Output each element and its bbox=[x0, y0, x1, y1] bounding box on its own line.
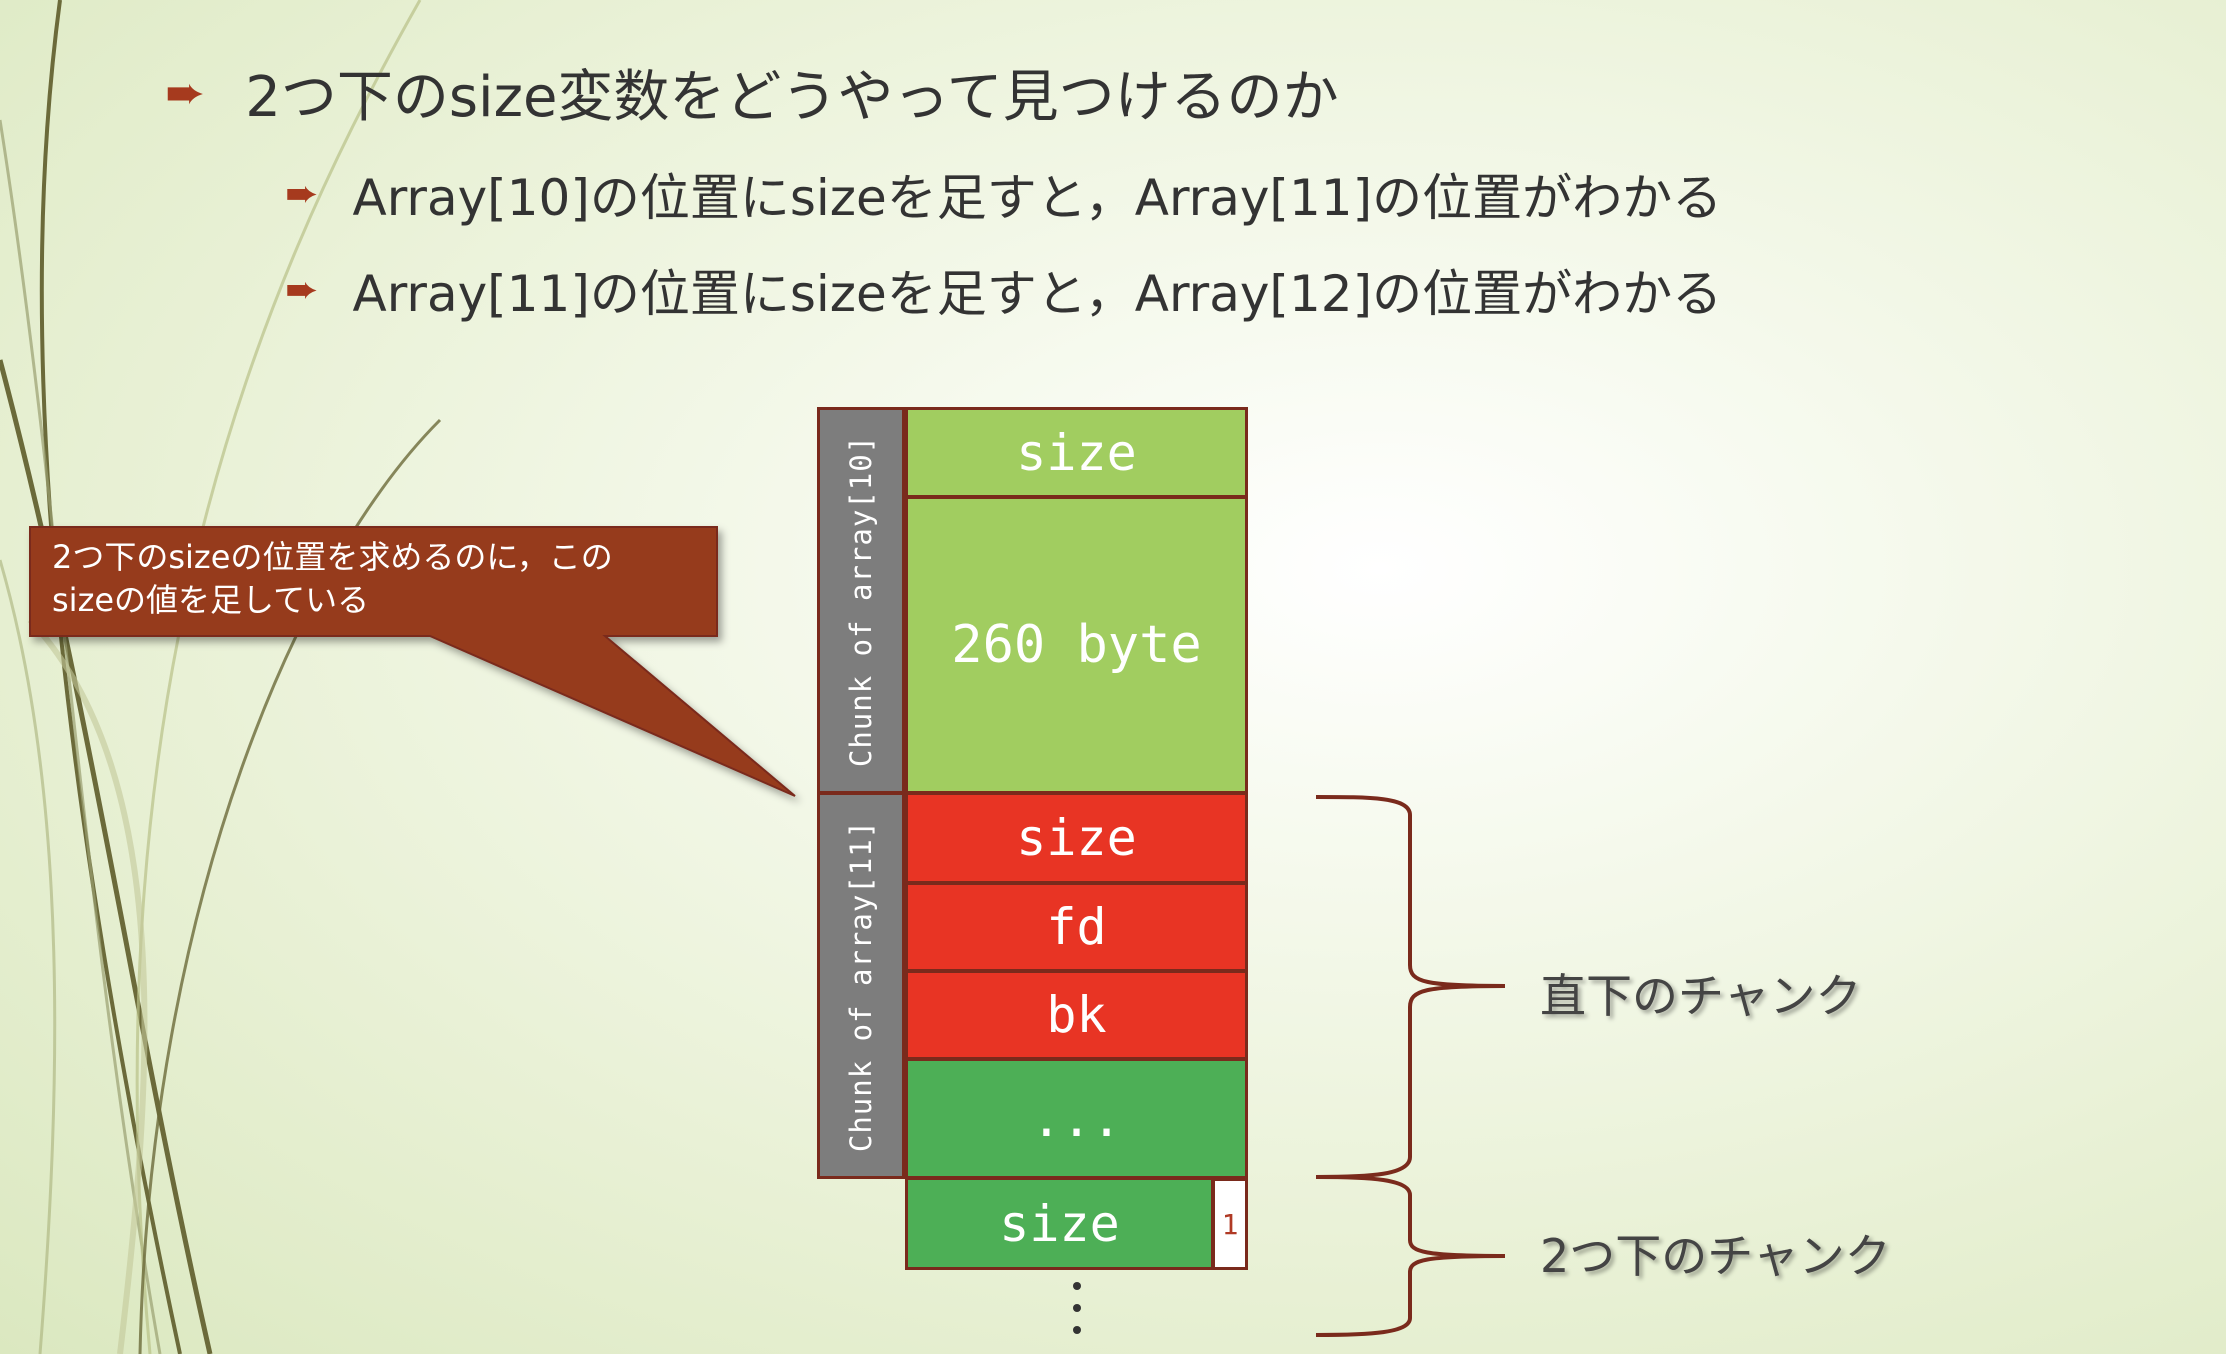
bullet-sub-2: ➨ Array[11]の位置にsizeを足すと，Array[12]の位置がわかる bbox=[285, 254, 1722, 326]
bullet-arrow-icon: ➨ bbox=[285, 171, 319, 217]
cell-size-array12-text: size bbox=[999, 1194, 1120, 1253]
bullet-main-text: 2つ下のsize変数をどうやって見つけるのか bbox=[245, 65, 1339, 130]
two-below-chunk-label: 2つ下のチャンク bbox=[1540, 1229, 1891, 1283]
cell-bk-text: bk bbox=[1046, 986, 1107, 1044]
cell-size-array11-text: size bbox=[1016, 809, 1137, 867]
cell-size-array10-text: size bbox=[1016, 423, 1137, 482]
vertical-ellipsis-icon bbox=[1073, 1282, 1081, 1334]
bullet-sub-1-text: Array[10]の位置にsizeを足すと，Array[11]の位置がわかる bbox=[352, 169, 1723, 227]
bullet-sub-1: ➨ Array[10]の位置にsizeを足すと，Array[11]の位置がわかる bbox=[285, 158, 1722, 230]
bullet-sub-2-text: Array[11]の位置にsizeを足すと，Array[12]の位置がわかる bbox=[352, 265, 1723, 323]
prev-inuse-flag-text: 1 bbox=[1221, 1207, 1239, 1241]
cell-fd-text: fd bbox=[1046, 898, 1107, 956]
prev-inuse-flag: 1 bbox=[1212, 1178, 1248, 1270]
cell-data-260-byte: 260 byte bbox=[905, 496, 1248, 794]
cell-ellipsis-text: ... bbox=[1031, 1089, 1122, 1148]
chunk-array11-label: Chunk of array[11] bbox=[817, 792, 905, 1179]
bullet-arrow-icon: ➨ bbox=[285, 267, 319, 313]
next-chunk-label: 直下のチャンク bbox=[1540, 969, 1862, 1023]
callout-line-1: 2つ下のsizeの位置を求めるのに，この bbox=[52, 538, 613, 576]
bullet-main: ➨ 2つ下のsize変数をどうやって見つけるのか bbox=[165, 52, 1339, 133]
cell-size-array12: size bbox=[905, 1177, 1214, 1270]
bullet-arrow-icon: ➨ bbox=[165, 64, 206, 121]
cell-data-text: 260 byte bbox=[951, 615, 1202, 675]
callout-line-2: sizeの値を足している bbox=[52, 581, 370, 619]
callout: 2つ下のsizeの位置を求めるのに，この sizeの値を足している bbox=[52, 536, 692, 622]
cell-ellipsis: ... bbox=[905, 1058, 1248, 1179]
chunk-array10-label: Chunk of array[10] bbox=[817, 407, 905, 794]
cell-fd: fd bbox=[905, 882, 1248, 972]
